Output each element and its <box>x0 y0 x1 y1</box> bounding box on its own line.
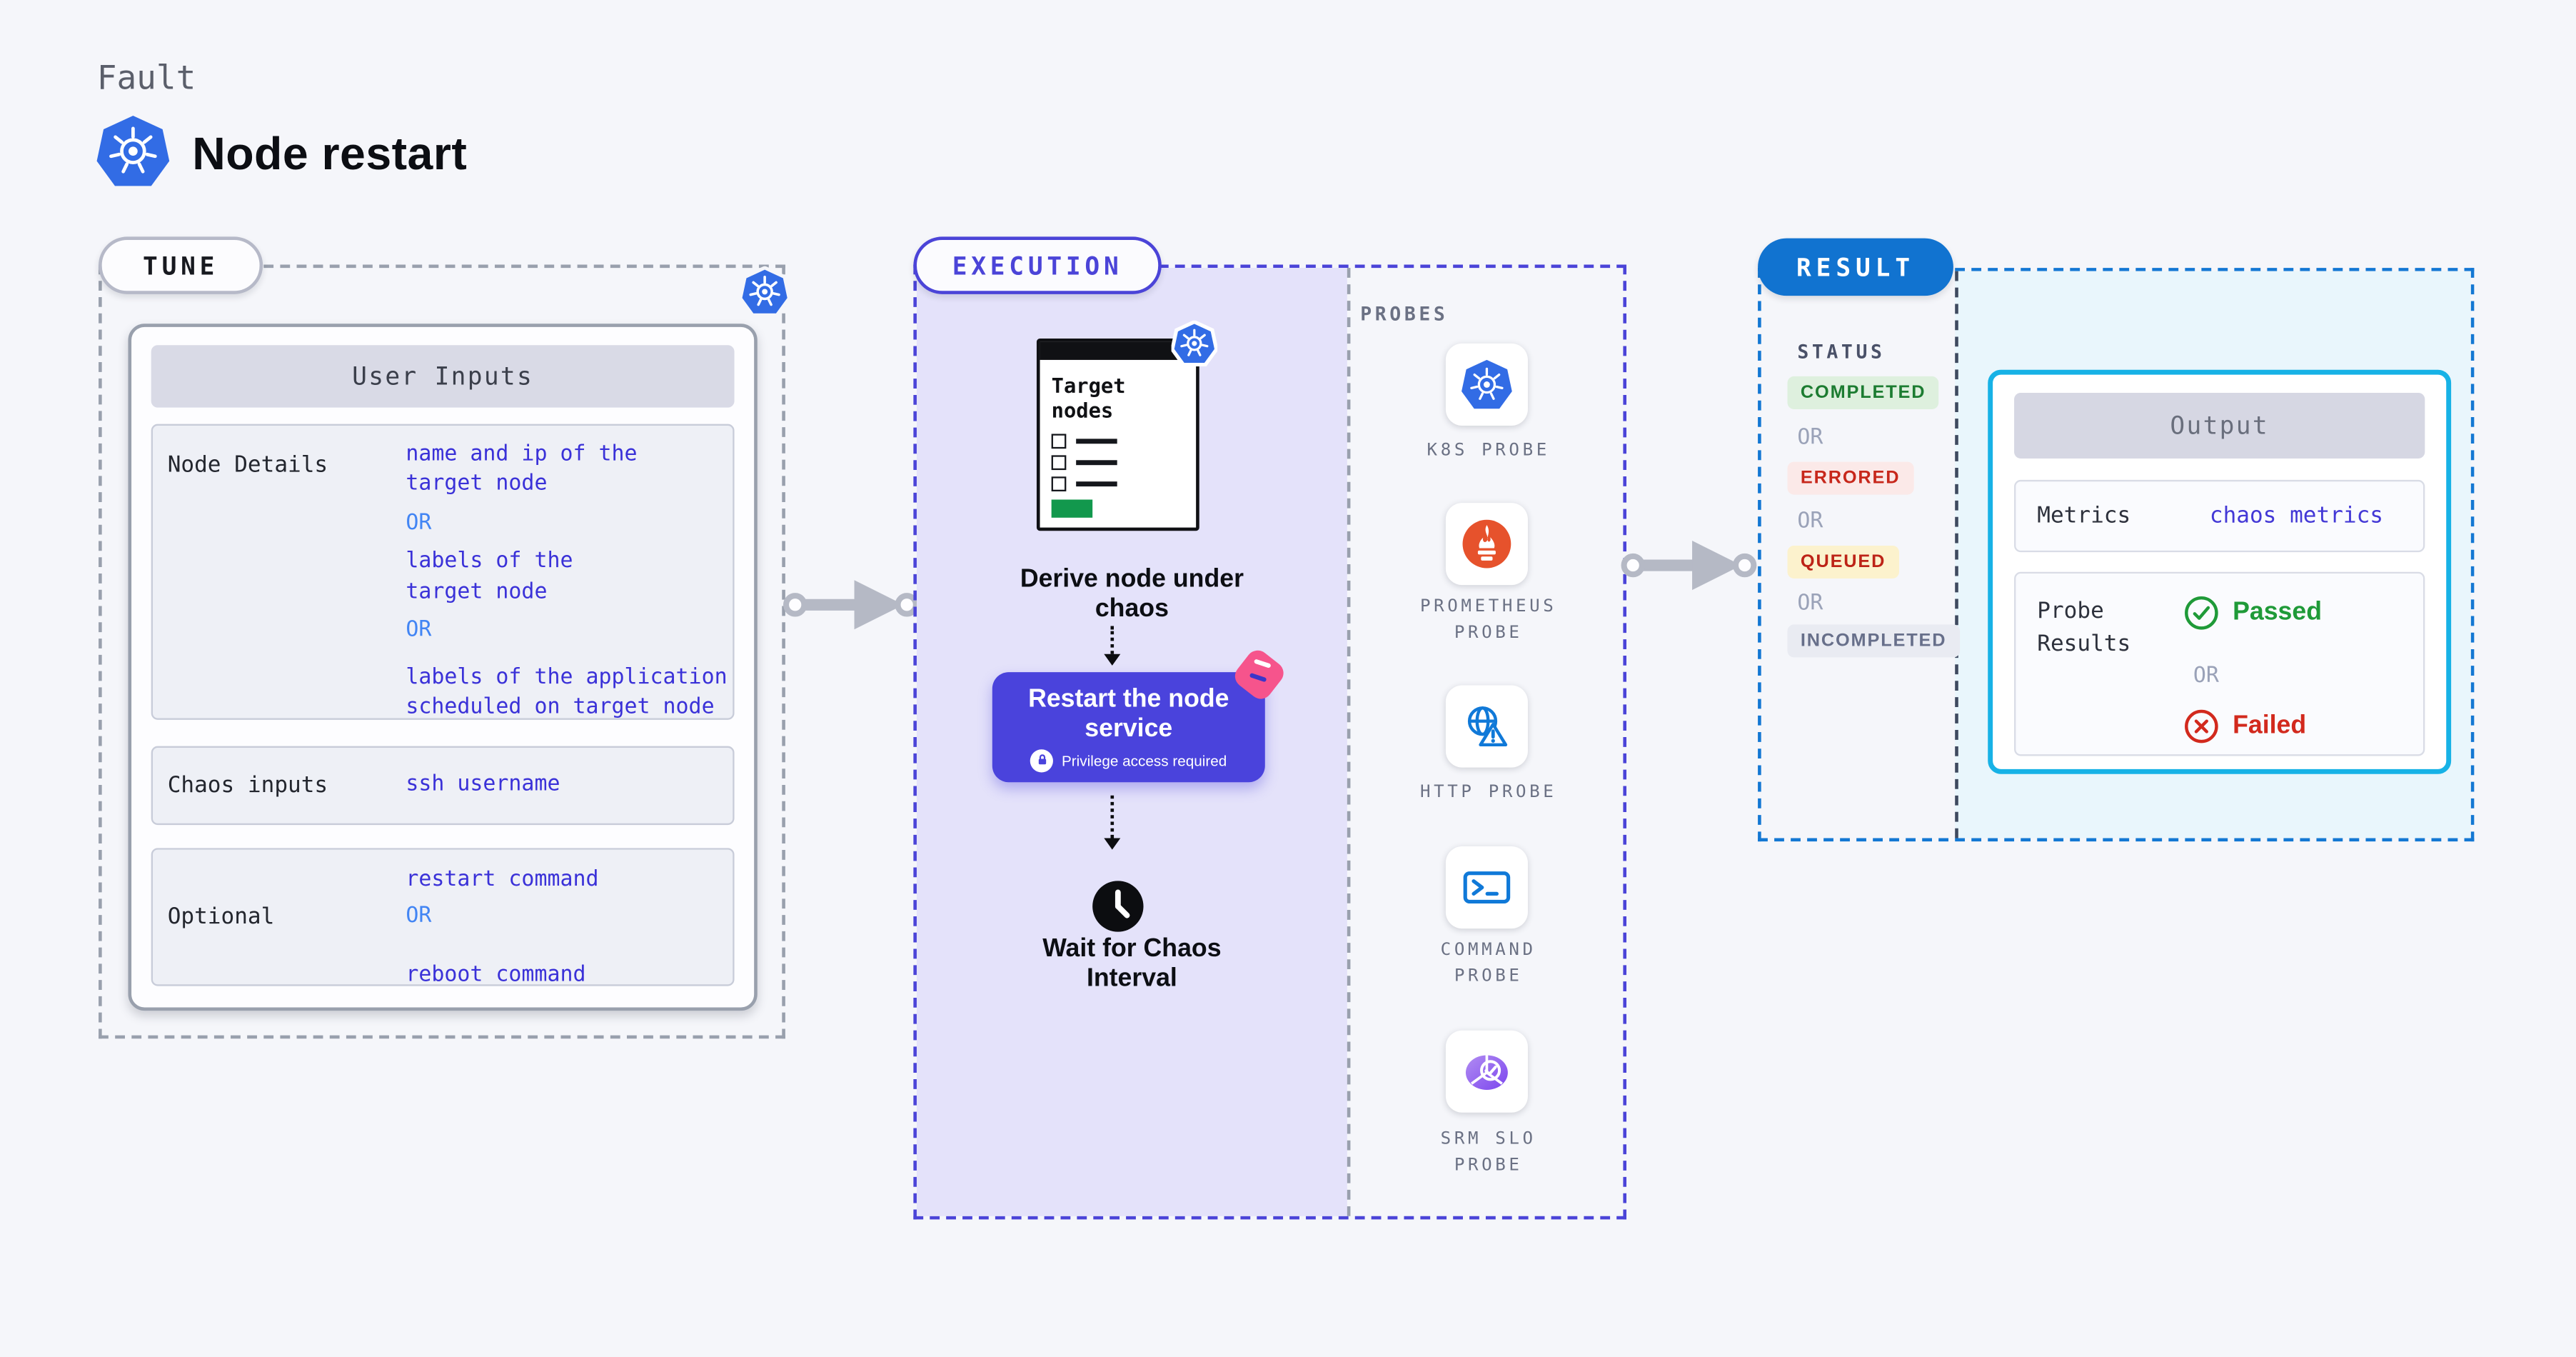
probe-label: SRM SLO PROBE <box>1440 1128 1536 1175</box>
or-separator: OR <box>1797 425 1823 451</box>
fault-kicker: Fault <box>96 57 196 97</box>
kubernetes-icon <box>1171 320 1218 367</box>
chaos-inputs-row: Chaos inputs ssh username <box>151 746 735 826</box>
probe-results-label: Probe Results <box>2037 598 2131 658</box>
row-label: Node Details <box>167 451 328 479</box>
or-separator: OR <box>406 904 432 930</box>
chaos-icon <box>1230 646 1289 703</box>
execution-pill: EXECUTION <box>913 236 1162 294</box>
optional-row: Optional restart command OR reboot comma… <box>151 848 735 988</box>
probes-header: PROBES <box>1360 302 1449 326</box>
input-value: labels of the target node <box>406 549 573 605</box>
metrics-label: Metrics <box>2037 502 2131 529</box>
target-nodes-title: Target nodes <box>1051 373 1126 423</box>
metrics-value: chaos metrics <box>2209 503 2384 529</box>
clock-icon <box>1092 881 1144 932</box>
output-header: Output <box>2014 392 2425 459</box>
probe-label: COMMAND PROBE <box>1440 940 1536 986</box>
page-title: Node restart <box>192 128 468 179</box>
http-probe-icon <box>1445 685 1528 768</box>
status-badge: COMPLETED <box>1787 376 1939 409</box>
probe-label: K8S PROBE <box>1427 440 1550 461</box>
derive-node-label: Derive node under chaos <box>1020 565 1244 624</box>
target-nodes-card: Target nodes <box>1036 320 1218 531</box>
user-inputs-card: User Inputs Node Details name and ip of … <box>128 324 758 1011</box>
result-pill: RESULT <box>1758 238 1953 296</box>
step-arrow-icon <box>1103 795 1120 850</box>
flow-arrow-icon <box>782 575 930 634</box>
wait-chaos-interval-label: Wait for Chaos Interval <box>1042 935 1222 993</box>
restart-node-service-step: Restart the node service Privilege acces… <box>992 646 1289 783</box>
status-badge: QUEUED <box>1787 545 1899 579</box>
probe-label: PROMETHEUS PROBE <box>1419 596 1557 643</box>
or-separator: OR <box>2193 664 2219 689</box>
k8s-probe-icon <box>1445 343 1528 426</box>
checkbox-list-item <box>1051 455 1117 471</box>
privilege-note: Privilege access required <box>1061 752 1227 769</box>
or-separator: OR <box>406 618 432 644</box>
input-value: ssh username <box>406 771 560 797</box>
status-header: STATUS <box>1797 340 1886 364</box>
probe-results-row: Probe Results Passed OR <box>2014 571 2425 756</box>
prometheus-probe-icon <box>1445 503 1528 586</box>
command-probe-icon <box>1445 846 1528 929</box>
or-separator: OR <box>1797 509 1823 534</box>
lock-icon <box>1030 748 1054 772</box>
input-value: name and ip of the target node <box>406 441 638 497</box>
x-circle-icon <box>2183 708 2220 745</box>
status-badge: INCOMPLETED <box>1787 624 1960 658</box>
failed-label: Failed <box>2233 711 2307 740</box>
restart-step-title: Restart the node service <box>1028 685 1229 743</box>
checkbox-list-item <box>1051 434 1117 449</box>
srm-slo-probe-icon <box>1445 1030 1528 1113</box>
card-titlebar <box>1040 341 1197 360</box>
input-value: labels of the application scheduled on t… <box>406 665 728 721</box>
row-label: Chaos inputs <box>167 772 328 799</box>
selected-node-bar <box>1051 499 1093 518</box>
or-separator: OR <box>1797 591 1823 616</box>
kubernetes-icon <box>739 266 790 317</box>
user-inputs-header: User Inputs <box>151 345 735 408</box>
check-circle-icon <box>2183 595 2220 631</box>
output-card: Output Metrics chaos metrics Probe Resul… <box>1988 369 2452 774</box>
execution-section: Target nodes Derive node under chaos Res… <box>913 264 1627 1220</box>
node-details-row: Node Details name and ip of the target n… <box>151 424 735 720</box>
kubernetes-icon <box>95 114 171 189</box>
tune-pill: TUNE <box>99 236 263 294</box>
step-arrow-icon <box>1103 626 1120 666</box>
input-value: reboot command <box>406 963 586 988</box>
or-separator: OR <box>406 511 432 536</box>
row-label: Optional <box>167 903 275 931</box>
status-badge: ERRORED <box>1787 461 1913 495</box>
metrics-row: Metrics chaos metrics <box>2014 479 2425 553</box>
flow-arrow-icon <box>1620 536 1768 595</box>
execution-probes-divider <box>1347 268 1351 1216</box>
input-value: restart command <box>406 867 599 893</box>
checkbox-list-item <box>1051 476 1117 492</box>
passed-label: Passed <box>2233 598 2323 626</box>
probe-label: HTTP PROBE <box>1419 782 1557 802</box>
tune-section <box>99 264 785 1039</box>
result-section: STATUS COMPLETED OR ERRORED OR QUEUED OR… <box>1758 268 2475 842</box>
